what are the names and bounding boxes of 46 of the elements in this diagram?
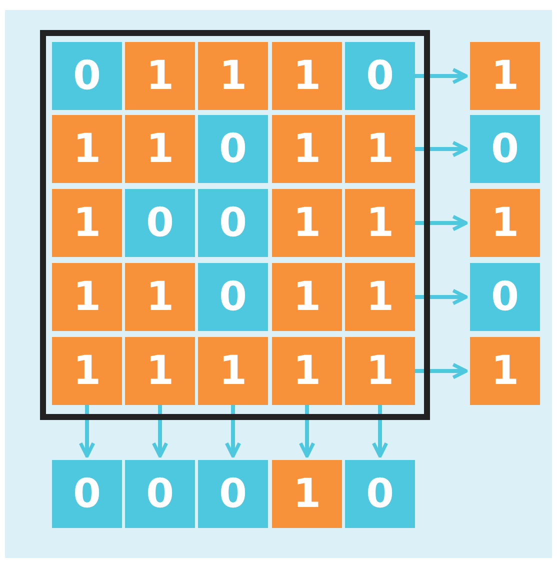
digit-tile: 1	[272, 115, 342, 183]
digit-tile: 1	[345, 189, 415, 257]
arrow	[415, 68, 468, 84]
arrow	[415, 140, 468, 158]
digit-tile: 0	[470, 263, 540, 331]
digit-tile: 1	[470, 337, 540, 405]
digit-tile: 1	[125, 263, 195, 331]
digit-tile: 1	[272, 337, 342, 405]
arrow	[78, 405, 96, 458]
digit-tile: 0	[345, 460, 415, 528]
digit-tile: 1	[52, 115, 122, 183]
digit-tile: 1	[345, 337, 415, 405]
digit-tile: 1	[272, 460, 342, 528]
arrow	[152, 405, 168, 458]
digit-tile: 0	[198, 460, 268, 528]
digit-tile: 1	[198, 42, 268, 110]
digit-tile: 1	[52, 263, 122, 331]
digit-tile: 1	[345, 115, 415, 183]
digit-tile: 0	[345, 42, 415, 110]
digit-tile: 1	[345, 263, 415, 331]
digit-tile: 1	[52, 189, 122, 257]
grid-frame	[40, 30, 430, 420]
arrow	[415, 288, 468, 306]
arrow	[298, 405, 316, 458]
digit-tile: 0	[198, 189, 268, 257]
arrow	[372, 405, 388, 458]
digit-tile: 1	[470, 189, 540, 257]
digit-tile: 0	[470, 115, 540, 183]
digit-tile: 1	[198, 337, 268, 405]
digit-tile: 1	[272, 263, 342, 331]
digit-tile: 0	[198, 115, 268, 183]
digit-tile: 0	[52, 42, 122, 110]
digit-tile: 1	[125, 337, 195, 405]
digit-tile: 1	[125, 42, 195, 110]
arrow	[415, 214, 468, 232]
digit-tile: 1	[125, 115, 195, 183]
digit-tile: 0	[198, 263, 268, 331]
digit-tile: 1	[272, 42, 342, 110]
arrow	[415, 362, 468, 380]
arrow	[224, 405, 242, 458]
digit-tile: 0	[125, 460, 195, 528]
digit-tile: 1	[272, 189, 342, 257]
digit-tile: 0	[52, 460, 122, 528]
digit-tile: 1	[52, 337, 122, 405]
digit-tile: 0	[125, 189, 195, 257]
digit-tile: 1	[470, 42, 540, 110]
